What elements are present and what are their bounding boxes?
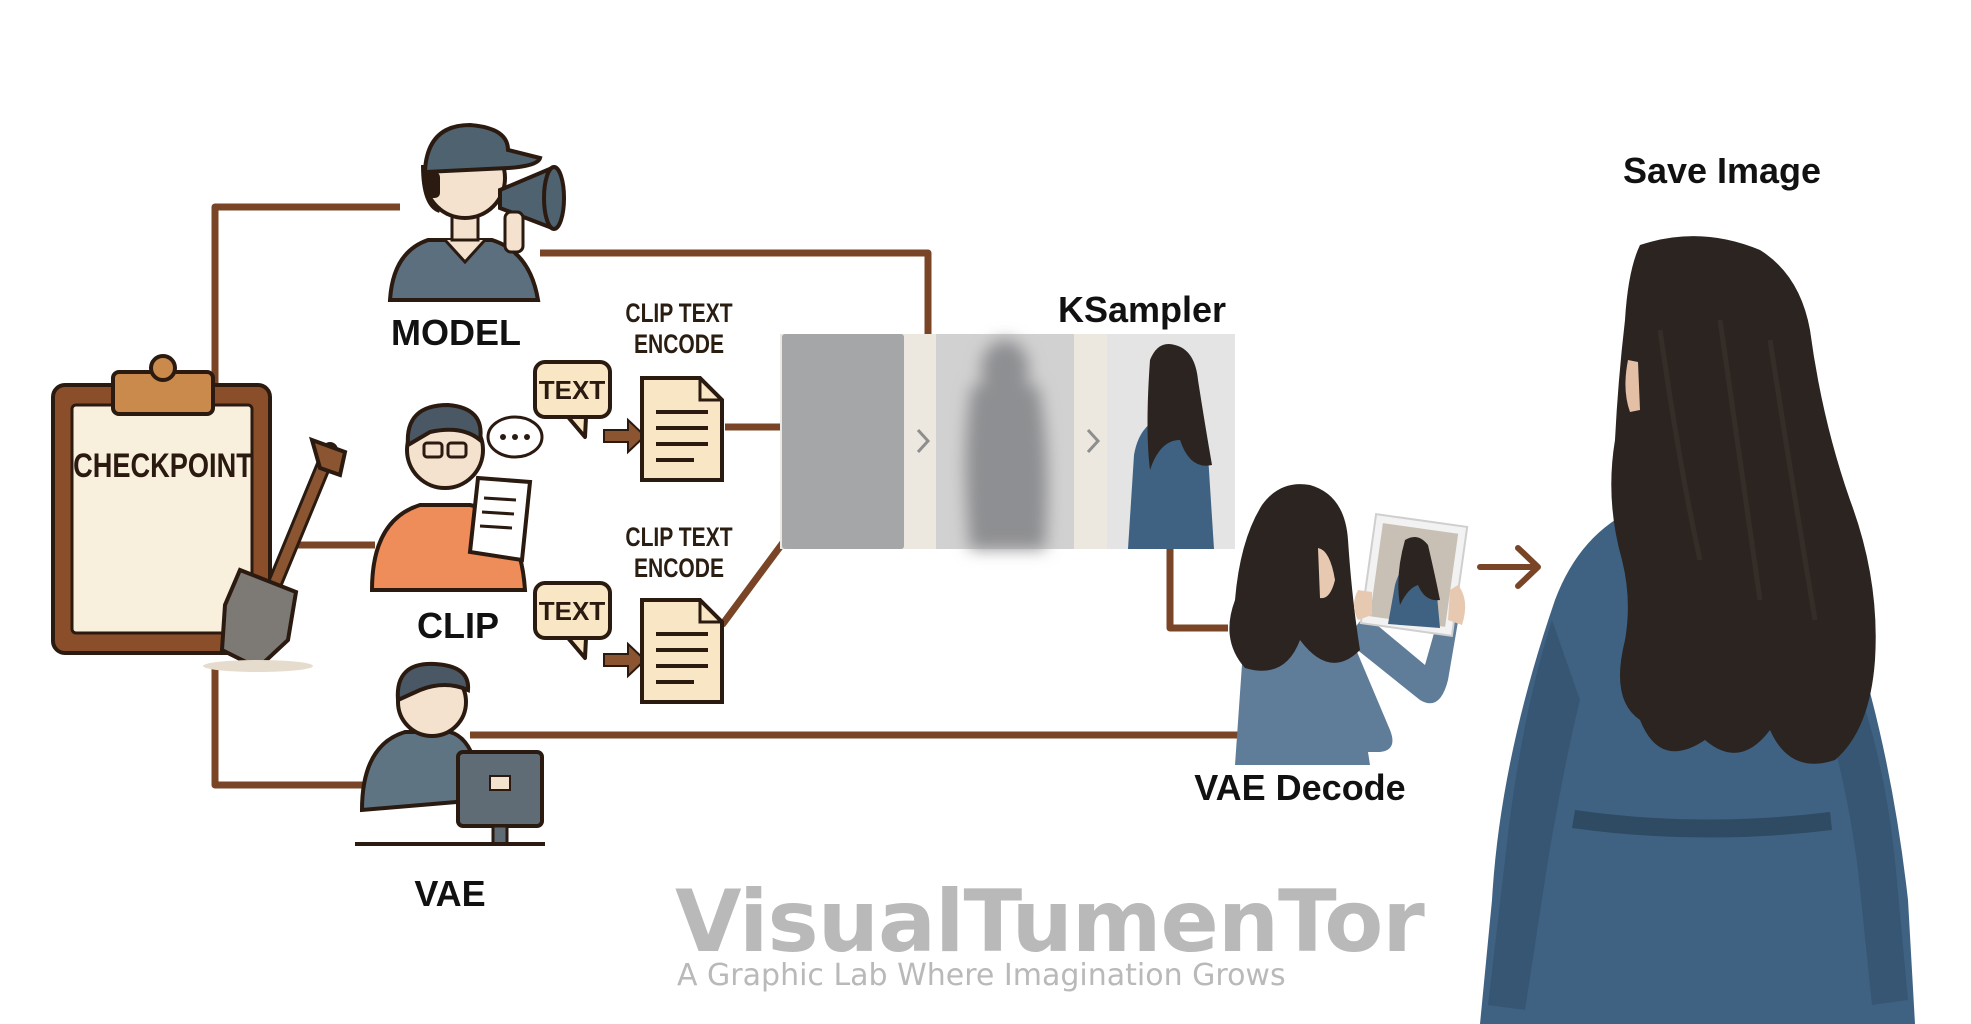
save-image-node	[1480, 236, 1915, 1024]
vae-decode-node	[1229, 484, 1469, 765]
clipboard-clip-hole	[149, 354, 177, 382]
clip-text-encode-bottom-label: CLIP TEXT ENCODE	[613, 522, 746, 584]
vae-decode-label: VAE Decode	[1194, 767, 1405, 808]
document-icon	[640, 376, 724, 482]
wire-ksampler-decode	[1166, 548, 1228, 632]
computer-monitor-icon	[456, 750, 544, 846]
brand-watermark-title: VisualTumenTor	[675, 872, 1425, 972]
arrow-right-icon	[603, 641, 647, 679]
clip-text-encode-top: TEXT	[533, 360, 724, 482]
ksampler-label: KSampler	[1058, 289, 1226, 330]
latent-noise-panel	[782, 334, 904, 549]
shovel-icon	[203, 436, 348, 672]
vae-person	[355, 661, 545, 846]
text-bubble-top: TEXT	[533, 360, 612, 439]
connection-wires	[211, 203, 1250, 789]
vae-label: VAE	[414, 873, 485, 914]
arrow-right-icon	[1477, 545, 1541, 589]
clip-label: CLIP	[417, 605, 499, 646]
document-icon	[640, 598, 724, 704]
text-bubble-bottom-label: TEXT	[539, 596, 606, 626]
paper-sheet-icon	[467, 475, 533, 563]
checkpoint-label: CHECKPOINT	[73, 446, 253, 485]
speech-bubble-icon	[486, 415, 544, 459]
checkpoint-node: CHECKPOINT	[51, 354, 348, 672]
chevron-right-icon	[916, 428, 931, 454]
arrow-right-icon	[603, 417, 647, 455]
woman-belt	[1572, 810, 1832, 838]
text-bubble-top-label: TEXT	[539, 375, 606, 405]
woman-back-small	[1128, 344, 1214, 549]
clip-text-encode-top-line1: CLIP TEXT	[625, 298, 733, 328]
megaphone-icon	[498, 164, 566, 254]
brand-watermark-tagline: A Graphic Lab Where Imagination Grows	[677, 958, 1286, 993]
text-bubble-bottom: TEXT	[533, 581, 612, 660]
clip-text-encode-top-label: CLIP TEXT ENCODE	[613, 298, 746, 360]
model-person	[387, 122, 566, 302]
clip-text-encode-bottom: TEXT	[533, 581, 724, 704]
wire-model-ksampler	[540, 249, 932, 335]
ksampler-node	[780, 334, 1235, 549]
save-image-label: Save Image	[1623, 150, 1821, 191]
wire-checkpoint-model	[211, 203, 400, 385]
model-label: MODEL	[391, 312, 521, 353]
chevron-right-icon	[1086, 428, 1101, 454]
clip-text-encode-bottom-line2: ENCODE	[633, 553, 725, 583]
wire-checkpoint-vae	[211, 665, 385, 789]
clip-person	[369, 402, 544, 592]
clip-text-encode-bottom-line1: CLIP TEXT	[625, 522, 733, 552]
held-photo	[1359, 513, 1469, 637]
clipboard-paper	[70, 403, 254, 635]
wire-encode-bottom-latent	[719, 537, 788, 628]
clip-text-encode-top-line2: ENCODE	[633, 329, 725, 359]
